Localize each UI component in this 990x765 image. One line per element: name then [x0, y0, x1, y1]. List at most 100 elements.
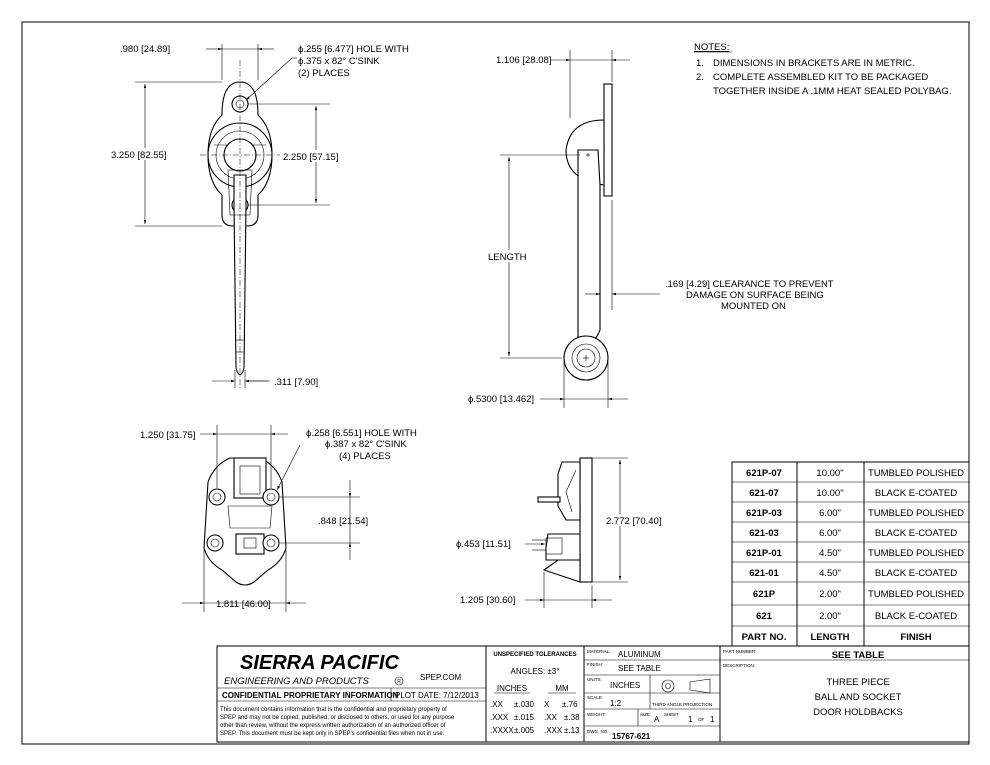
confidential-text-1: This document contains information that … — [220, 707, 447, 713]
table-header-part: PART NO. — [742, 632, 787, 643]
finish-label: FINISH: — [587, 662, 603, 667]
tol-row-1: ±.76 — [562, 700, 578, 709]
table-row: 621P-01 — [746, 548, 783, 559]
confidential-text-4: SPEP. This document must be kept only in… — [220, 731, 445, 737]
material-value: ALUMINUM — [618, 650, 661, 659]
weight-label: WEIGHT: — [587, 712, 606, 717]
tol-row-2: .XX — [544, 713, 558, 722]
socket-side-dims: 2.772 [70.40] ϕ.453 [11.51] 1.205 [30.60… — [456, 457, 668, 608]
hole-bottom-line-3: (4) PLACES — [339, 451, 391, 462]
dwg-number: 15767-621 — [612, 732, 651, 741]
dim-top-width: .980 [24.89] — [120, 44, 170, 55]
dim-socket-height: 2.772 [70.40] — [606, 516, 661, 527]
socket-front-view — [203, 457, 287, 586]
dim-length-label: LENGTH — [488, 252, 527, 263]
hole-bottom-line-2: ϕ.387 x 82° C'SINK — [325, 439, 407, 450]
table-row: BLACK E-COATED — [875, 528, 957, 539]
tol-row-3: .XXX — [544, 726, 563, 735]
dim-overall-height: 3.250 [82.55] — [111, 150, 166, 161]
dim-bottom-base: 1.811 [46.00] — [216, 599, 271, 610]
sheet-of: OF — [698, 717, 705, 722]
tol-row-1: ±.030 — [514, 700, 535, 709]
parts-table: 621P-07 10.00" TUMBLED POLISHED 621-07 1… — [731, 461, 970, 647]
socket-side-view — [537, 457, 593, 583]
description-line-2: BALL AND SOCKET — [815, 692, 902, 703]
registered-mark: R — [397, 679, 401, 685]
hole-top-line-2: ϕ.375 x 82° C'SINK — [298, 56, 380, 67]
tol-row-3: .XXXX — [490, 726, 514, 735]
table-row: TUMBLED POLISHED — [868, 508, 964, 519]
projection-cone-icon — [689, 678, 711, 694]
front-view — [200, 60, 280, 390]
table-row: TUMBLED POLISHED — [868, 468, 964, 479]
table-row: 621-07 — [749, 488, 779, 499]
sheet-label: SHEET — [664, 712, 679, 717]
title-block: SIERRA PACIFIC ENGINEERING AND PRODUCTS … — [216, 645, 970, 743]
note-1-text: DIMENSIONS IN BRACKETS ARE IN METRIC. — [713, 58, 915, 69]
table-row: 621 — [756, 611, 773, 622]
table-row: 621P-03 — [746, 508, 782, 519]
table-header-finish: FINISH — [900, 632, 931, 643]
tol-row-2: ±.38 — [564, 713, 580, 722]
sheet-num: 1 — [688, 715, 693, 724]
tol-row-3: ±.13 — [564, 726, 580, 735]
dim-side-depth: 1.106 [28.08] — [496, 55, 551, 66]
notes-title: NOTES: — [694, 42, 729, 53]
table-row: 6.00" — [819, 508, 841, 519]
dwg-label: DWG. NO. — [587, 729, 609, 734]
partnumber-label: PART NUMBER: — [723, 649, 757, 654]
description-line-3: DOOR HOLDBACKS — [813, 707, 903, 718]
hole-bottom-line-1: ϕ.258 [6.551] HOLE WITH — [306, 428, 417, 439]
side-view — [563, 83, 613, 381]
sheet-total: 1 — [710, 715, 715, 724]
table-row: 2.00" — [819, 589, 841, 600]
dim-clearance-3: MOUNTED ON — [721, 301, 786, 312]
table-row: 621-03 — [749, 528, 779, 539]
table-row: 621P-07 — [746, 468, 782, 479]
socket-front-dims: 1.250 [31.75] ϕ.258 [6.551] HOLE WITH ϕ.… — [140, 425, 417, 612]
dim-ball-dia: ϕ.5300 [13.462] — [468, 394, 534, 405]
dim-socket-dia: ϕ.453 [11.51] — [456, 539, 511, 550]
tolerances-title: UNSPECIFIED TOLERANCES — [493, 652, 576, 658]
side-view-dims: 1.106 [28.08] LENGTH .169 [4.29] CLEARAN… — [468, 50, 834, 408]
tol-row-3: ±.005 — [514, 726, 535, 735]
sheet-border — [21, 21, 970, 745]
confidential-title: CONFIDENTIAL PROPRIETARY INFORMATION — [222, 691, 399, 700]
tol-row-1: .XX — [490, 700, 504, 709]
company-sub: ENGINEERING AND PRODUCTS — [224, 676, 369, 687]
hole-top-line-1: ϕ.255 [6.477] HOLE WITH — [298, 44, 409, 55]
size-label: SIZE: — [640, 712, 651, 717]
table-row: BLACK E-COATED — [875, 611, 957, 622]
description-line-1: THREE PIECE — [826, 677, 889, 688]
table-row: BLACK E-COATED — [875, 488, 957, 499]
table-row: 10.00" — [816, 488, 843, 499]
tol-row-1: X — [544, 700, 550, 709]
tolerances-angles: ANGLES: ±3° — [511, 667, 560, 676]
dim-hole-spacing: 2.250 [57.15] — [283, 152, 338, 163]
table-row: 4.50" — [819, 548, 841, 559]
company-name: SIERRA PACIFIC — [240, 652, 399, 674]
projection-label: THIRD ANGLE PROJECTION — [652, 702, 712, 707]
hole-top-line-3: (2) PLACES — [298, 68, 350, 79]
note-2-text-2: TOGETHER INSIDE A .1MM HEAT SEALED POLYB… — [713, 86, 951, 97]
scale-label: SCALE: — [587, 695, 603, 700]
units-label: UNITS: — [587, 677, 602, 682]
notes-block: NOTES: 1. DIMENSIONS IN BRACKETS ARE IN … — [694, 42, 951, 97]
partnumber-value: SEE TABLE — [832, 650, 885, 661]
tol-mm-label: MM — [555, 684, 569, 693]
front-view-dims: .980 [24.89] ϕ.255 [6.477] HOLE WITH ϕ.3… — [108, 44, 409, 388]
note-1-num: 1. — [696, 58, 704, 69]
table-row: 2.00" — [819, 611, 841, 622]
table-row: 6.00" — [819, 528, 841, 539]
confidential-text-2: SPEP and may not be copied, published, o… — [220, 715, 455, 721]
dim-clearance-2: DAMAGE ON SURFACE BEING — [686, 290, 824, 301]
table-row: TUMBLED POLISHED — [868, 548, 964, 559]
dim-bottom-width: 1.250 [31.75] — [140, 430, 195, 441]
tol-row-2: ±.015 — [514, 713, 535, 722]
tol-row-2: .XXX — [490, 713, 509, 722]
dim-clearance-1: .169 [4.29] CLEARANCE TO PREVENT — [665, 279, 834, 290]
confidential-text-3: other than review, without the express w… — [220, 723, 446, 729]
projection-circle-icon — [661, 679, 675, 693]
table-row: BLACK E-COATED — [875, 568, 957, 579]
plot-date: PLOT DATE: 7/12/2013 — [395, 691, 479, 700]
